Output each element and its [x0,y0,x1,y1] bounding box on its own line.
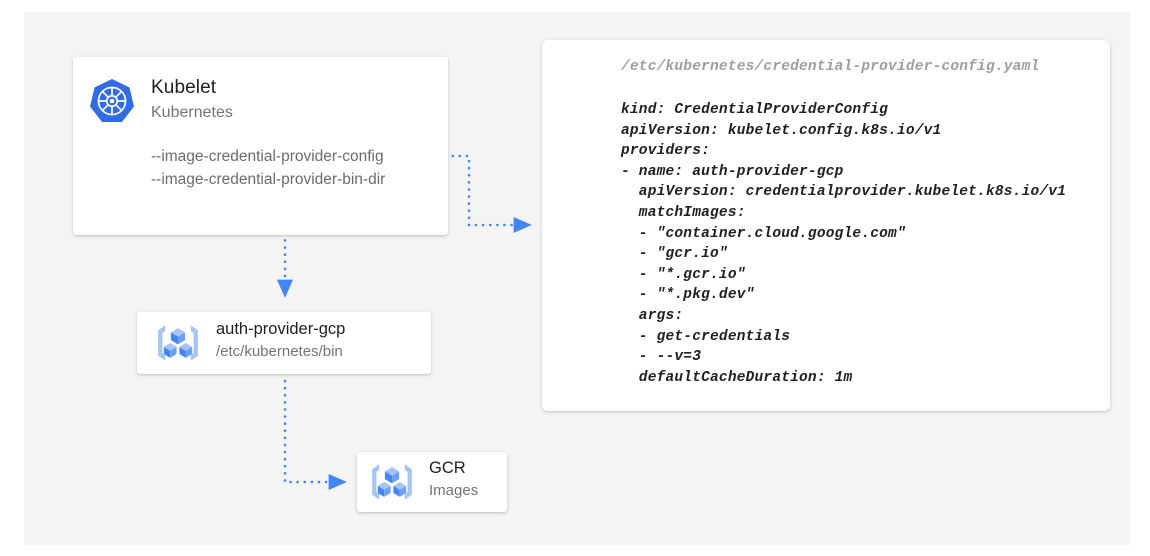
credential-provider-config-panel: /etc/kubernetes/credential-provider-conf… [542,40,1110,411]
kubelet-card-title: Kubelet [151,77,217,98]
gcr-card-title: GCR [429,459,466,477]
kubelet-card[interactable]: Kubelet Kubernetes --image-credential-pr… [73,57,448,235]
kubelet-card-subtitle: Kubernetes [151,104,233,121]
container-registry-icon [155,321,201,365]
gcr-card[interactable]: GCR Images [357,452,507,512]
auth-provider-gcp-card[interactable]: auth-provider-gcp /etc/kubernetes/bin [137,312,431,374]
kubelet-flag-image-credential-provider-config: --image-credential-provider-config [151,148,384,165]
gcr-card-subtitle: Images [429,482,479,499]
kubelet-flag-image-credential-provider-bin-dir: --image-credential-provider-bin-dir [151,171,386,188]
container-registry-icon [369,460,415,504]
kubernetes-logo-icon [87,77,137,127]
auth-provider-card-subtitle: /etc/kubernetes/bin [216,343,343,360]
yaml-file-path: /etc/kubernetes/credential-provider-conf… [621,59,1040,75]
auth-provider-card-title: auth-provider-gcp [216,320,346,338]
yaml-content: kind: CredentialProviderConfig apiVersio… [621,102,1067,386]
